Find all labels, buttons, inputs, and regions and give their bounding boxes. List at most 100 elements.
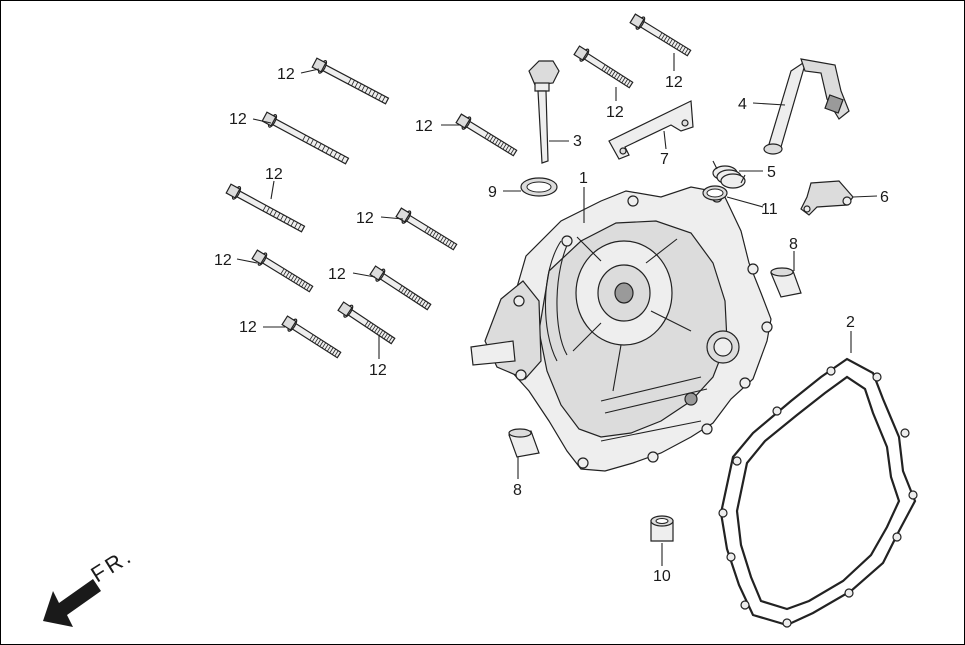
bolt-thread [424, 226, 429, 233]
bolt-thread [492, 137, 497, 144]
bolt-thread [623, 78, 629, 85]
bolt-thread [290, 220, 295, 227]
bolt-thread [295, 278, 301, 284]
callout-2: 2 [846, 314, 855, 331]
bolt-thread [447, 240, 452, 247]
bolt-thread [439, 236, 445, 242]
bolt-thread [378, 94, 383, 101]
crankcase-cover-part-1 [470, 186, 773, 472]
bolt-thread [306, 284, 311, 291]
bolt-thread [321, 145, 326, 152]
bolt-thread [302, 134, 306, 141]
bolts-group [225, 13, 692, 359]
bolt-thread [280, 214, 284, 221]
bolt-thread [432, 231, 437, 238]
leader-lines [236, 53, 878, 566]
bolt-thread [378, 330, 384, 336]
bolt-thread [310, 139, 314, 146]
bolt-thread [316, 339, 322, 346]
spring-part-5 [712, 160, 746, 189]
bolt-head [261, 111, 277, 127]
callout-12-g: 12 [328, 266, 346, 283]
bolt-thread [337, 153, 342, 160]
callout-8-upper: 8 [789, 236, 798, 253]
callout-5: 5 [767, 164, 776, 181]
bolt-thread [419, 299, 424, 305]
callout-9: 9 [488, 184, 497, 201]
bolt-thread [293, 276, 298, 283]
callout-12-h: 12 [239, 319, 257, 336]
bolt-thread [313, 141, 318, 148]
bolt-thread [376, 328, 381, 335]
bolt-thread [357, 83, 362, 90]
bolt-head [281, 315, 297, 331]
bolt-thread [421, 300, 426, 307]
bolt-thread [381, 96, 386, 103]
bolt-thread [663, 35, 668, 42]
bolt-thread [276, 212, 281, 219]
bolt-thread [331, 348, 337, 355]
callout-12-d: 12 [265, 166, 283, 183]
front-arrow-icon [43, 579, 101, 627]
bushing-part-10 [650, 515, 674, 542]
bolt-thread [658, 32, 663, 39]
bolt-thread [671, 40, 676, 47]
bolt-thread [676, 43, 681, 50]
callout-10: 10 [653, 568, 671, 585]
bolt-thread [290, 274, 295, 281]
bolt-thread [400, 287, 406, 293]
bolt-thread [321, 342, 327, 349]
bolt-thread [324, 344, 329, 350]
bolt-thread [450, 242, 455, 249]
bolt-thread [381, 331, 386, 338]
callout-12-k: 12 [665, 74, 683, 91]
bolt-thread [273, 210, 277, 217]
bolt-thread [505, 145, 510, 152]
bolt-thread [411, 293, 416, 300]
bolt-thread [494, 138, 499, 145]
bolt-thread [684, 48, 689, 55]
bolt-head [629, 13, 645, 29]
bolt-thread [329, 347, 334, 354]
bolt-thread [266, 206, 270, 214]
plate-part-7 [608, 100, 694, 160]
bolt-thread [374, 326, 379, 333]
callout-12-i: 12 [369, 362, 387, 379]
bolt-thread [329, 149, 334, 156]
bolt-thread [434, 232, 439, 239]
dipstick-part-3 [528, 60, 560, 164]
bolt-thread [426, 228, 432, 234]
bolt-thread [413, 295, 419, 302]
bolt-thread [351, 79, 355, 87]
bolt-thread [334, 350, 339, 357]
bolt-thread [497, 140, 502, 147]
bolt-thread [361, 85, 366, 92]
bolt-thread [374, 92, 379, 99]
bolt-thread [317, 143, 322, 150]
bolt-thread [608, 69, 614, 76]
callout-1: 1 [579, 170, 588, 187]
callout-11: 11 [761, 201, 778, 218]
bolt-thread [294, 222, 298, 229]
callout-4: 4 [738, 96, 747, 113]
callout-8-lower: 8 [513, 482, 522, 499]
bolt-thread [283, 216, 288, 223]
bolt-thread [489, 135, 494, 142]
bolt-thread [371, 90, 376, 97]
callout-12-a: 12 [277, 66, 295, 83]
bolt-head [573, 45, 589, 61]
bolt-thread [626, 80, 631, 87]
bolt-thread [386, 334, 391, 341]
bolt-thread [603, 66, 609, 72]
bolt-thread [486, 134, 492, 140]
bolt-thread [416, 297, 421, 304]
bolt-thread [507, 146, 512, 153]
bolt-thread [371, 325, 376, 332]
bolt-thread [364, 87, 369, 94]
bolt-thread [325, 147, 330, 154]
bolt-thread [341, 155, 345, 162]
callout-12-c: 12 [415, 118, 433, 135]
shaft-part-4 [763, 58, 850, 155]
